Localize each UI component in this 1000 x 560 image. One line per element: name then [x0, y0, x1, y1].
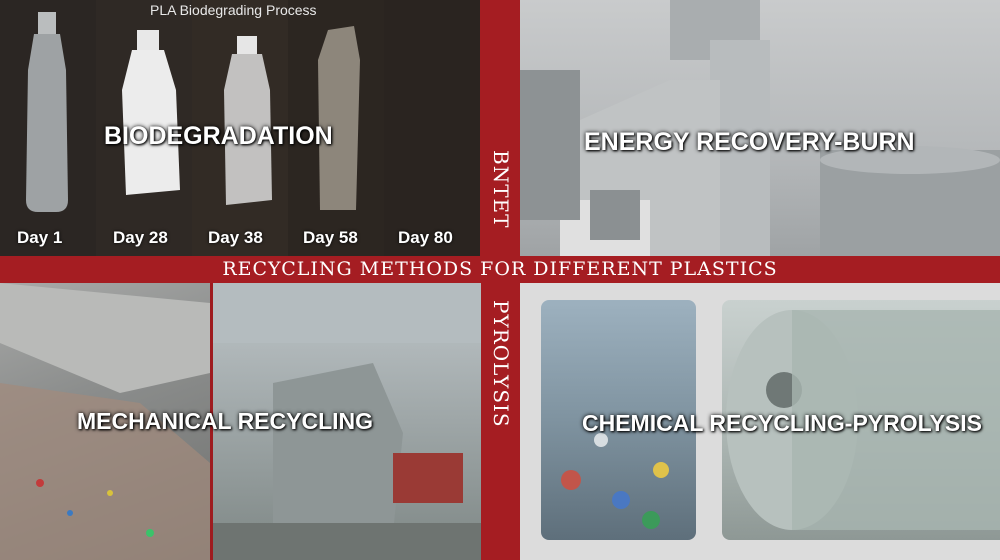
process-title: PLA Biodegrading Process — [150, 2, 317, 18]
soil-strip — [384, 0, 480, 256]
biodegradation-photo: PLA Biodegrading Process BIODEGRADATION … — [0, 0, 480, 256]
energy-recovery-photo: ENERGY RECOVERY-BURN — [520, 0, 1000, 256]
plastic-waste-pile-photo — [541, 300, 696, 540]
chemical-recycling-label: CHEMICAL RECYCLING-PYROLYSIS — [582, 410, 982, 436]
shredded-plastic-photo — [0, 283, 210, 560]
incinerator-illustration — [520, 0, 1000, 256]
pyrolysis-reactor-photo — [722, 300, 1000, 540]
reactor-illustration — [726, 310, 1000, 530]
bottles-illustration — [26, 12, 360, 212]
banner-title: RECYCLING METHODS FOR DIFFERENT PLASTICS — [222, 258, 778, 280]
horizontal-band — [0, 256, 1000, 283]
day-label: Day 38 — [208, 228, 263, 247]
day-label: Day 1 — [17, 228, 63, 247]
waste-pile-illustration — [561, 433, 669, 529]
crusher-machine-photo — [213, 283, 481, 560]
mechanical-recycling-label: MECHANICAL RECYCLING — [77, 408, 374, 434]
side-label-bottom: PYROLYSIS — [489, 300, 513, 428]
side-label-top: BNTET — [489, 150, 513, 229]
crusher-illustration — [213, 283, 481, 560]
biodegradation-label: BIODEGRADATION — [104, 122, 333, 150]
hopper-illustration — [0, 283, 210, 560]
day-label: Day 80 — [398, 228, 453, 247]
energy-recovery-label: ENERGY RECOVERY-BURN — [584, 128, 915, 156]
day-label: Day 28 — [113, 228, 168, 247]
day-label: Day 58 — [303, 228, 358, 247]
